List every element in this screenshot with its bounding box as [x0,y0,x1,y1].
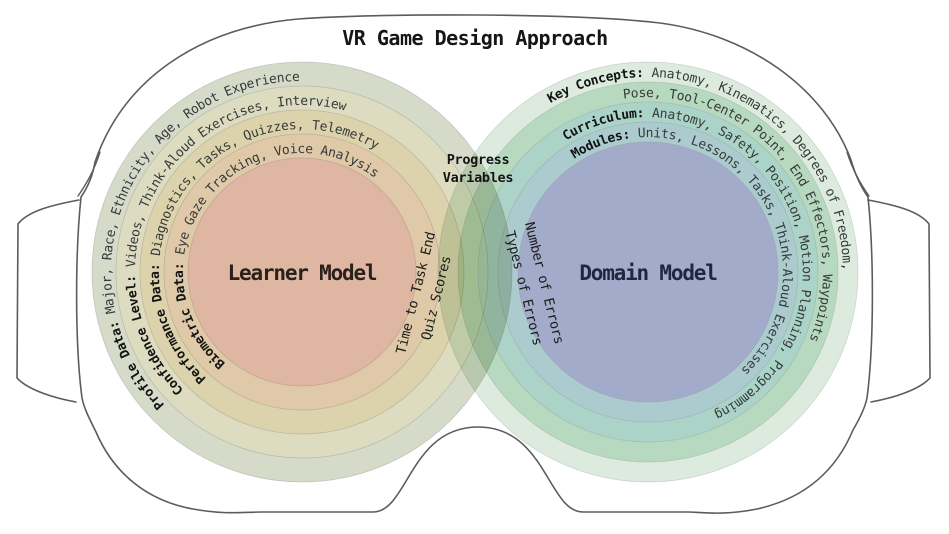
right-temple [867,199,931,403]
headset-outline [75,14,874,514]
progress-line1: Progress [447,152,510,168]
learner-model-label: Learner Model [228,261,377,285]
left-temple [16,199,80,403]
hinge-line-left [77,151,101,197]
progress-variables-heading: Progress Variables [443,152,514,186]
domain-center-circle [517,141,779,403]
learner-center-circle [187,157,417,387]
domain-model-label: Domain Model [579,261,717,285]
hinge-line-right [846,151,870,197]
page-title: VR Game Design Approach [342,26,607,50]
learner-model-circles [91,61,513,483]
progress-line2: Variables [443,170,514,186]
domain-model-circles [437,61,859,483]
